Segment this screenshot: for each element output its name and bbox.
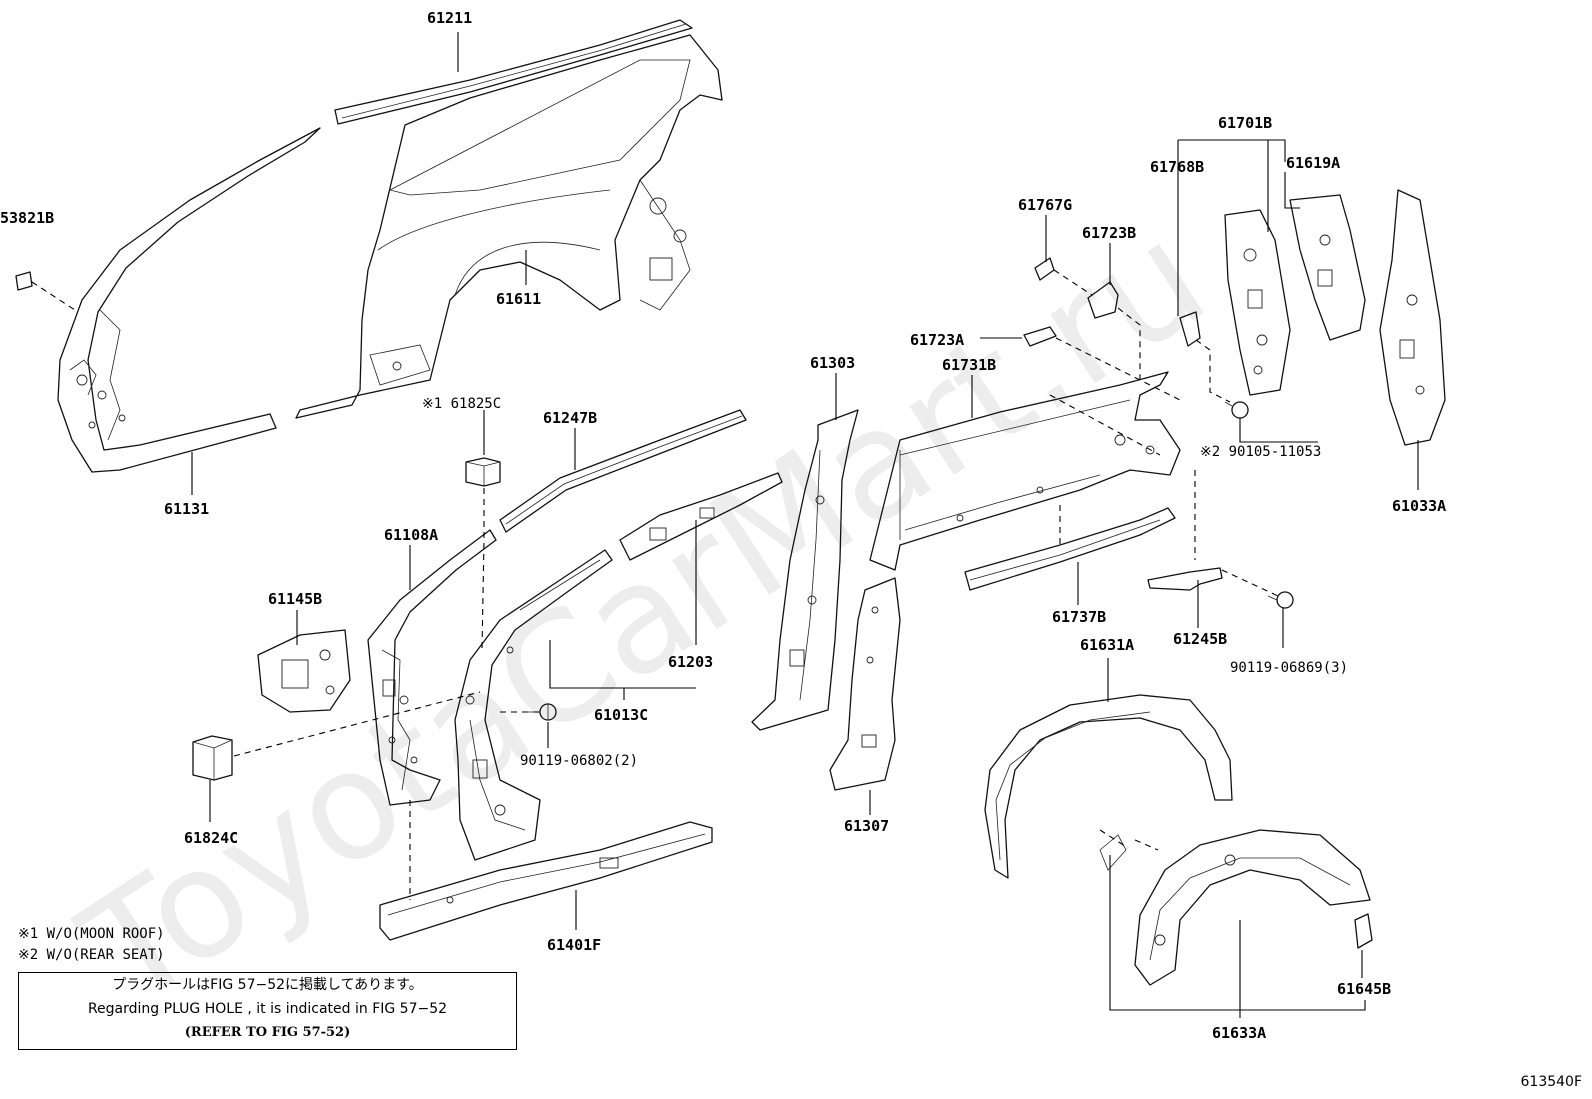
label-61633a: 61633A bbox=[1212, 1024, 1266, 1042]
part-labels: 61211 53821B 61611 61131 ※1 61825C 61247… bbox=[0, 9, 1446, 1042]
label-61767g: 61767G bbox=[1018, 196, 1072, 214]
roof-side-inner-61203 bbox=[619, 472, 783, 561]
quarter-inner-61768b bbox=[1179, 209, 1291, 396]
wheel-housing-outer-61631a bbox=[984, 694, 1233, 879]
label-61824c: 61824C bbox=[184, 829, 238, 847]
label-61307: 61307 bbox=[844, 817, 889, 835]
roof-side-rail-61247b bbox=[499, 409, 747, 533]
label-61701b: 61701B bbox=[1218, 114, 1272, 132]
note-line-japanese: プラグホールはFIG 57−52に掲載してあります。 bbox=[112, 977, 423, 993]
bracket-61245b bbox=[1147, 567, 1223, 591]
bracket-53821b bbox=[15, 271, 33, 291]
label-61108a: 61108A bbox=[384, 526, 438, 544]
label-61013c: 61013C bbox=[594, 706, 648, 724]
label-61825c: ※1 61825C bbox=[422, 396, 501, 412]
quarter-inner-61619a bbox=[1289, 194, 1366, 341]
label-90119-06802: 90119-06802(2) bbox=[520, 753, 638, 769]
label-61631a: 61631A bbox=[1080, 636, 1134, 654]
bracket-61723b bbox=[1087, 281, 1119, 319]
clip-90105-11053 bbox=[1224, 401, 1249, 419]
leader-lines bbox=[191, 32, 1419, 1018]
figure-code: 613540F bbox=[1520, 1074, 1583, 1090]
label-53821b: 53821B bbox=[0, 209, 54, 227]
dashed-guide-lines bbox=[31, 269, 1279, 900]
plug-block-61824c bbox=[192, 735, 233, 781]
label-61768b: 61768B bbox=[1150, 158, 1204, 176]
label-61737b: 61737B bbox=[1052, 608, 1106, 626]
footnote-1: ※1 W/O(MOON ROOF) bbox=[18, 926, 165, 942]
bracket-61645b bbox=[1354, 913, 1373, 949]
quarter-inner-61033a bbox=[1379, 189, 1446, 446]
note-line-english: Regarding PLUG HOLE , it is indicated in… bbox=[87, 1001, 448, 1017]
footnote-2: ※2 W/O(REAR SEAT) bbox=[18, 947, 165, 963]
label-61211: 61211 bbox=[427, 9, 472, 27]
label-61033a: 61033A bbox=[1392, 497, 1446, 515]
body-side-outer-panel bbox=[57, 19, 723, 473]
label-61611: 61611 bbox=[496, 290, 541, 308]
plug-hole-note-box: プラグホールはFIG 57−52に掲載してあります。 Regarding PLU… bbox=[18, 972, 517, 1050]
label-61245b: 61245B bbox=[1173, 630, 1227, 648]
label-90119-06869: 90119-06869(3) bbox=[1230, 660, 1348, 676]
label-61145b: 61145B bbox=[268, 590, 322, 608]
center-pillar-inner-61307 bbox=[829, 577, 901, 791]
front-pillar-inner-61013c bbox=[454, 549, 613, 861]
label-61619a: 61619A bbox=[1286, 154, 1340, 172]
panel-61145b bbox=[257, 629, 351, 713]
center-pillar-outer-61303 bbox=[751, 409, 859, 731]
label-90105-11053: ※2 90105-11053 bbox=[1200, 444, 1321, 460]
label-61131: 61131 bbox=[164, 500, 209, 518]
label-61401f: 61401F bbox=[547, 936, 601, 954]
label-61723b: 61723B bbox=[1082, 224, 1136, 242]
label-61303: 61303 bbox=[810, 354, 855, 372]
bracket-61723a bbox=[1023, 326, 1057, 347]
footnotes: ※1 W/O(MOON ROOF) ※2 W/O(REAR SEAT) bbox=[18, 924, 165, 966]
front-pillar-outer-61108a bbox=[367, 529, 497, 806]
clip-90119-06869 bbox=[1267, 591, 1294, 609]
label-61247b: 61247B bbox=[543, 409, 597, 427]
wheel-housing-inner-61633a bbox=[1099, 829, 1371, 986]
label-61731b: 61731B bbox=[942, 356, 996, 374]
rear-side-inner-61731b bbox=[869, 371, 1181, 571]
rocker-panel-61401f bbox=[379, 821, 713, 941]
label-61203: 61203 bbox=[668, 653, 713, 671]
label-61723a: 61723A bbox=[910, 331, 964, 349]
note-line-reference: (REFER TO FIG 57-52) bbox=[184, 1025, 351, 1040]
label-61645b: 61645B bbox=[1337, 980, 1391, 998]
plug-block-61825c bbox=[465, 457, 501, 487]
reinforcement-61737b bbox=[964, 507, 1176, 591]
